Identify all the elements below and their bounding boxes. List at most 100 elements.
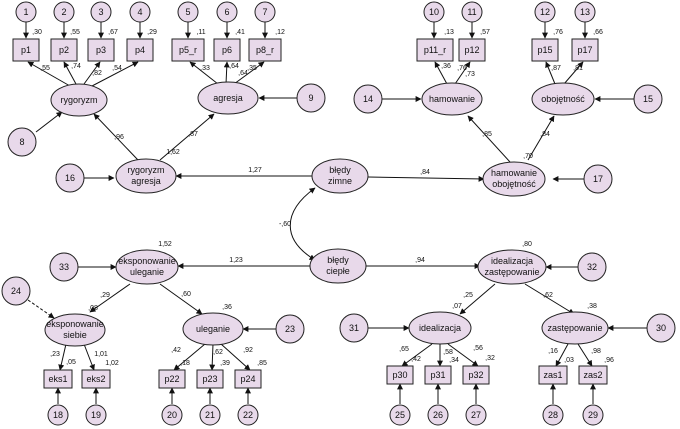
svg-text:hamowanie: hamowanie xyxy=(429,94,475,104)
svg-text:p6: p6 xyxy=(222,45,232,55)
r2-zastepowanie: ,38 xyxy=(587,303,597,310)
r2-p1: ,30 xyxy=(32,29,42,36)
svg-text:26: 26 xyxy=(433,410,443,420)
svg-text:zastępowanie: zastępowanie xyxy=(547,323,602,333)
svg-text:p8_r: p8_r xyxy=(256,45,274,55)
error-14: 14 xyxy=(353,84,383,114)
latent-eksponowanie-siebie: eksponowanie siebie xyxy=(44,313,106,347)
r2-p6: ,41 xyxy=(235,29,245,36)
error-31: 31 xyxy=(339,313,369,343)
svg-text:15: 15 xyxy=(643,94,653,104)
error-16: 16 xyxy=(55,163,85,193)
latent-bledy-zimne: błędy zimne xyxy=(311,158,369,194)
latent-uleganie: uleganie xyxy=(182,312,244,346)
loading-eks1: ,23 xyxy=(50,351,60,358)
error-27: 27 xyxy=(465,404,487,426)
path-hamowanie: ,85 xyxy=(482,131,492,138)
svg-text:9: 9 xyxy=(308,93,313,103)
loading-p32: ,56 xyxy=(473,345,483,352)
loading-p3: ,82 xyxy=(92,70,102,77)
loading-p5: ,33 xyxy=(200,65,210,72)
r2-p22: ,18 xyxy=(180,360,190,367)
svg-text:p12: p12 xyxy=(464,45,479,55)
obs-p2: p2 xyxy=(50,38,78,62)
loading-zas2: ,98 xyxy=(591,348,601,355)
svg-text:12: 12 xyxy=(540,7,550,17)
svg-text:11: 11 xyxy=(467,7,476,17)
error-19: 19 xyxy=(85,404,107,426)
r2-p12: ,57 xyxy=(480,29,490,36)
path-iz-id: ,25 xyxy=(463,292,473,299)
svg-text:obojętność: obojętność xyxy=(541,94,585,104)
svg-text:p23: p23 xyxy=(202,374,217,384)
latent-rygoryzm: rygoryzm xyxy=(50,83,108,117)
loading-p11: ,36 xyxy=(441,63,451,70)
r2-p17: ,66 xyxy=(593,29,603,36)
svg-text:27: 27 xyxy=(471,410,481,420)
obs-p23: p23 xyxy=(196,369,224,389)
svg-text:3: 3 xyxy=(98,7,103,17)
svg-text:p5_r: p5_r xyxy=(179,45,197,55)
r2-p3: ,67 xyxy=(108,29,118,36)
svg-text:p30: p30 xyxy=(392,370,407,380)
r2-zas2: ,96 xyxy=(604,357,614,364)
svg-text:p17: p17 xyxy=(577,45,592,55)
svg-text:idealizacja: idealizacja xyxy=(419,323,461,333)
svg-text:33: 33 xyxy=(59,262,69,272)
latent-eksponowanie-uleganie: eksponowanie uleganie xyxy=(115,249,179,285)
path-eu-es: ,29 xyxy=(100,292,110,299)
r2-zas1: ,03 xyxy=(564,357,574,364)
svg-text:idealizacja: idealizacja xyxy=(491,256,533,266)
obs-p8-r: p8_r xyxy=(248,38,282,62)
svg-text:7: 7 xyxy=(262,7,267,17)
path-cieple-eu: 1,23 xyxy=(229,257,243,264)
svg-text:zas1: zas1 xyxy=(543,370,562,380)
svg-text:zastępowanie: zastępowanie xyxy=(484,267,539,277)
coefficient-labels: ,30 ,55 ,67 ,29 ,11 ,41 ,12 ,13 ,57 ,76 … xyxy=(32,29,614,367)
obs-p15: p15 xyxy=(531,38,559,62)
obs-p3: p3 xyxy=(87,38,115,62)
svg-text:p3: p3 xyxy=(96,45,106,55)
error-2: 2 xyxy=(53,1,75,23)
svg-text:błędy: błędy xyxy=(327,255,349,265)
svg-text:p24: p24 xyxy=(240,374,255,384)
svg-text:32: 32 xyxy=(587,262,597,272)
svg-text:5: 5 xyxy=(185,7,190,17)
svg-text:eks1: eks1 xyxy=(48,374,67,384)
svg-text:20: 20 xyxy=(167,410,177,420)
error-7: 7 xyxy=(254,1,276,23)
svg-text:19: 19 xyxy=(91,410,101,420)
svg-text:eksponowanie: eksponowanie xyxy=(46,319,104,329)
svg-text:p22: p22 xyxy=(164,374,179,384)
svg-text:28: 28 xyxy=(548,410,558,420)
error-21: 21 xyxy=(199,404,221,426)
r2-p2: ,55 xyxy=(70,29,80,36)
svg-text:siebie: siebie xyxy=(63,330,87,340)
path-agresja: ,87 xyxy=(188,131,198,138)
r2-p32: ,32 xyxy=(485,355,495,362)
svg-text:p2: p2 xyxy=(59,45,69,55)
svg-text:uleganie: uleganie xyxy=(196,324,230,334)
r2-p5: ,11 xyxy=(196,29,205,36)
obs-p4: p4 xyxy=(126,38,154,62)
loading-zas1: ,16 xyxy=(548,348,558,355)
loading-p22: ,42 xyxy=(171,347,181,354)
svg-text:agresja: agresja xyxy=(131,176,161,186)
r2-p4: ,29 xyxy=(147,29,157,36)
error-6: 6 xyxy=(216,1,238,23)
loading-p12: ,76 xyxy=(457,65,467,72)
svg-text:hamowanie: hamowanie xyxy=(491,168,537,178)
r2-eksponowanie-uleganie: 1,52 xyxy=(158,241,172,248)
svg-text:17: 17 xyxy=(593,174,603,184)
latent-variables: rygoryzm agresja hamowanie obojętność ry… xyxy=(44,81,609,347)
loading-p1: ,55 xyxy=(40,65,50,72)
error-24: 24 xyxy=(1,276,31,306)
obs-p6: p6 xyxy=(213,38,241,62)
svg-text:18: 18 xyxy=(53,410,63,420)
r2-hamowanie-obojetnosc: ,70 xyxy=(523,153,533,160)
observed-variables: p1 p2 p3 p4 p5_r p6 p8_r p11_r p12 p15 p… xyxy=(12,38,608,389)
r2-p8: ,12 xyxy=(275,29,285,36)
svg-text:eks2: eks2 xyxy=(86,374,105,384)
path-rygoryzm: ,96 xyxy=(114,134,124,141)
obs-zas2: zas2 xyxy=(578,365,608,385)
